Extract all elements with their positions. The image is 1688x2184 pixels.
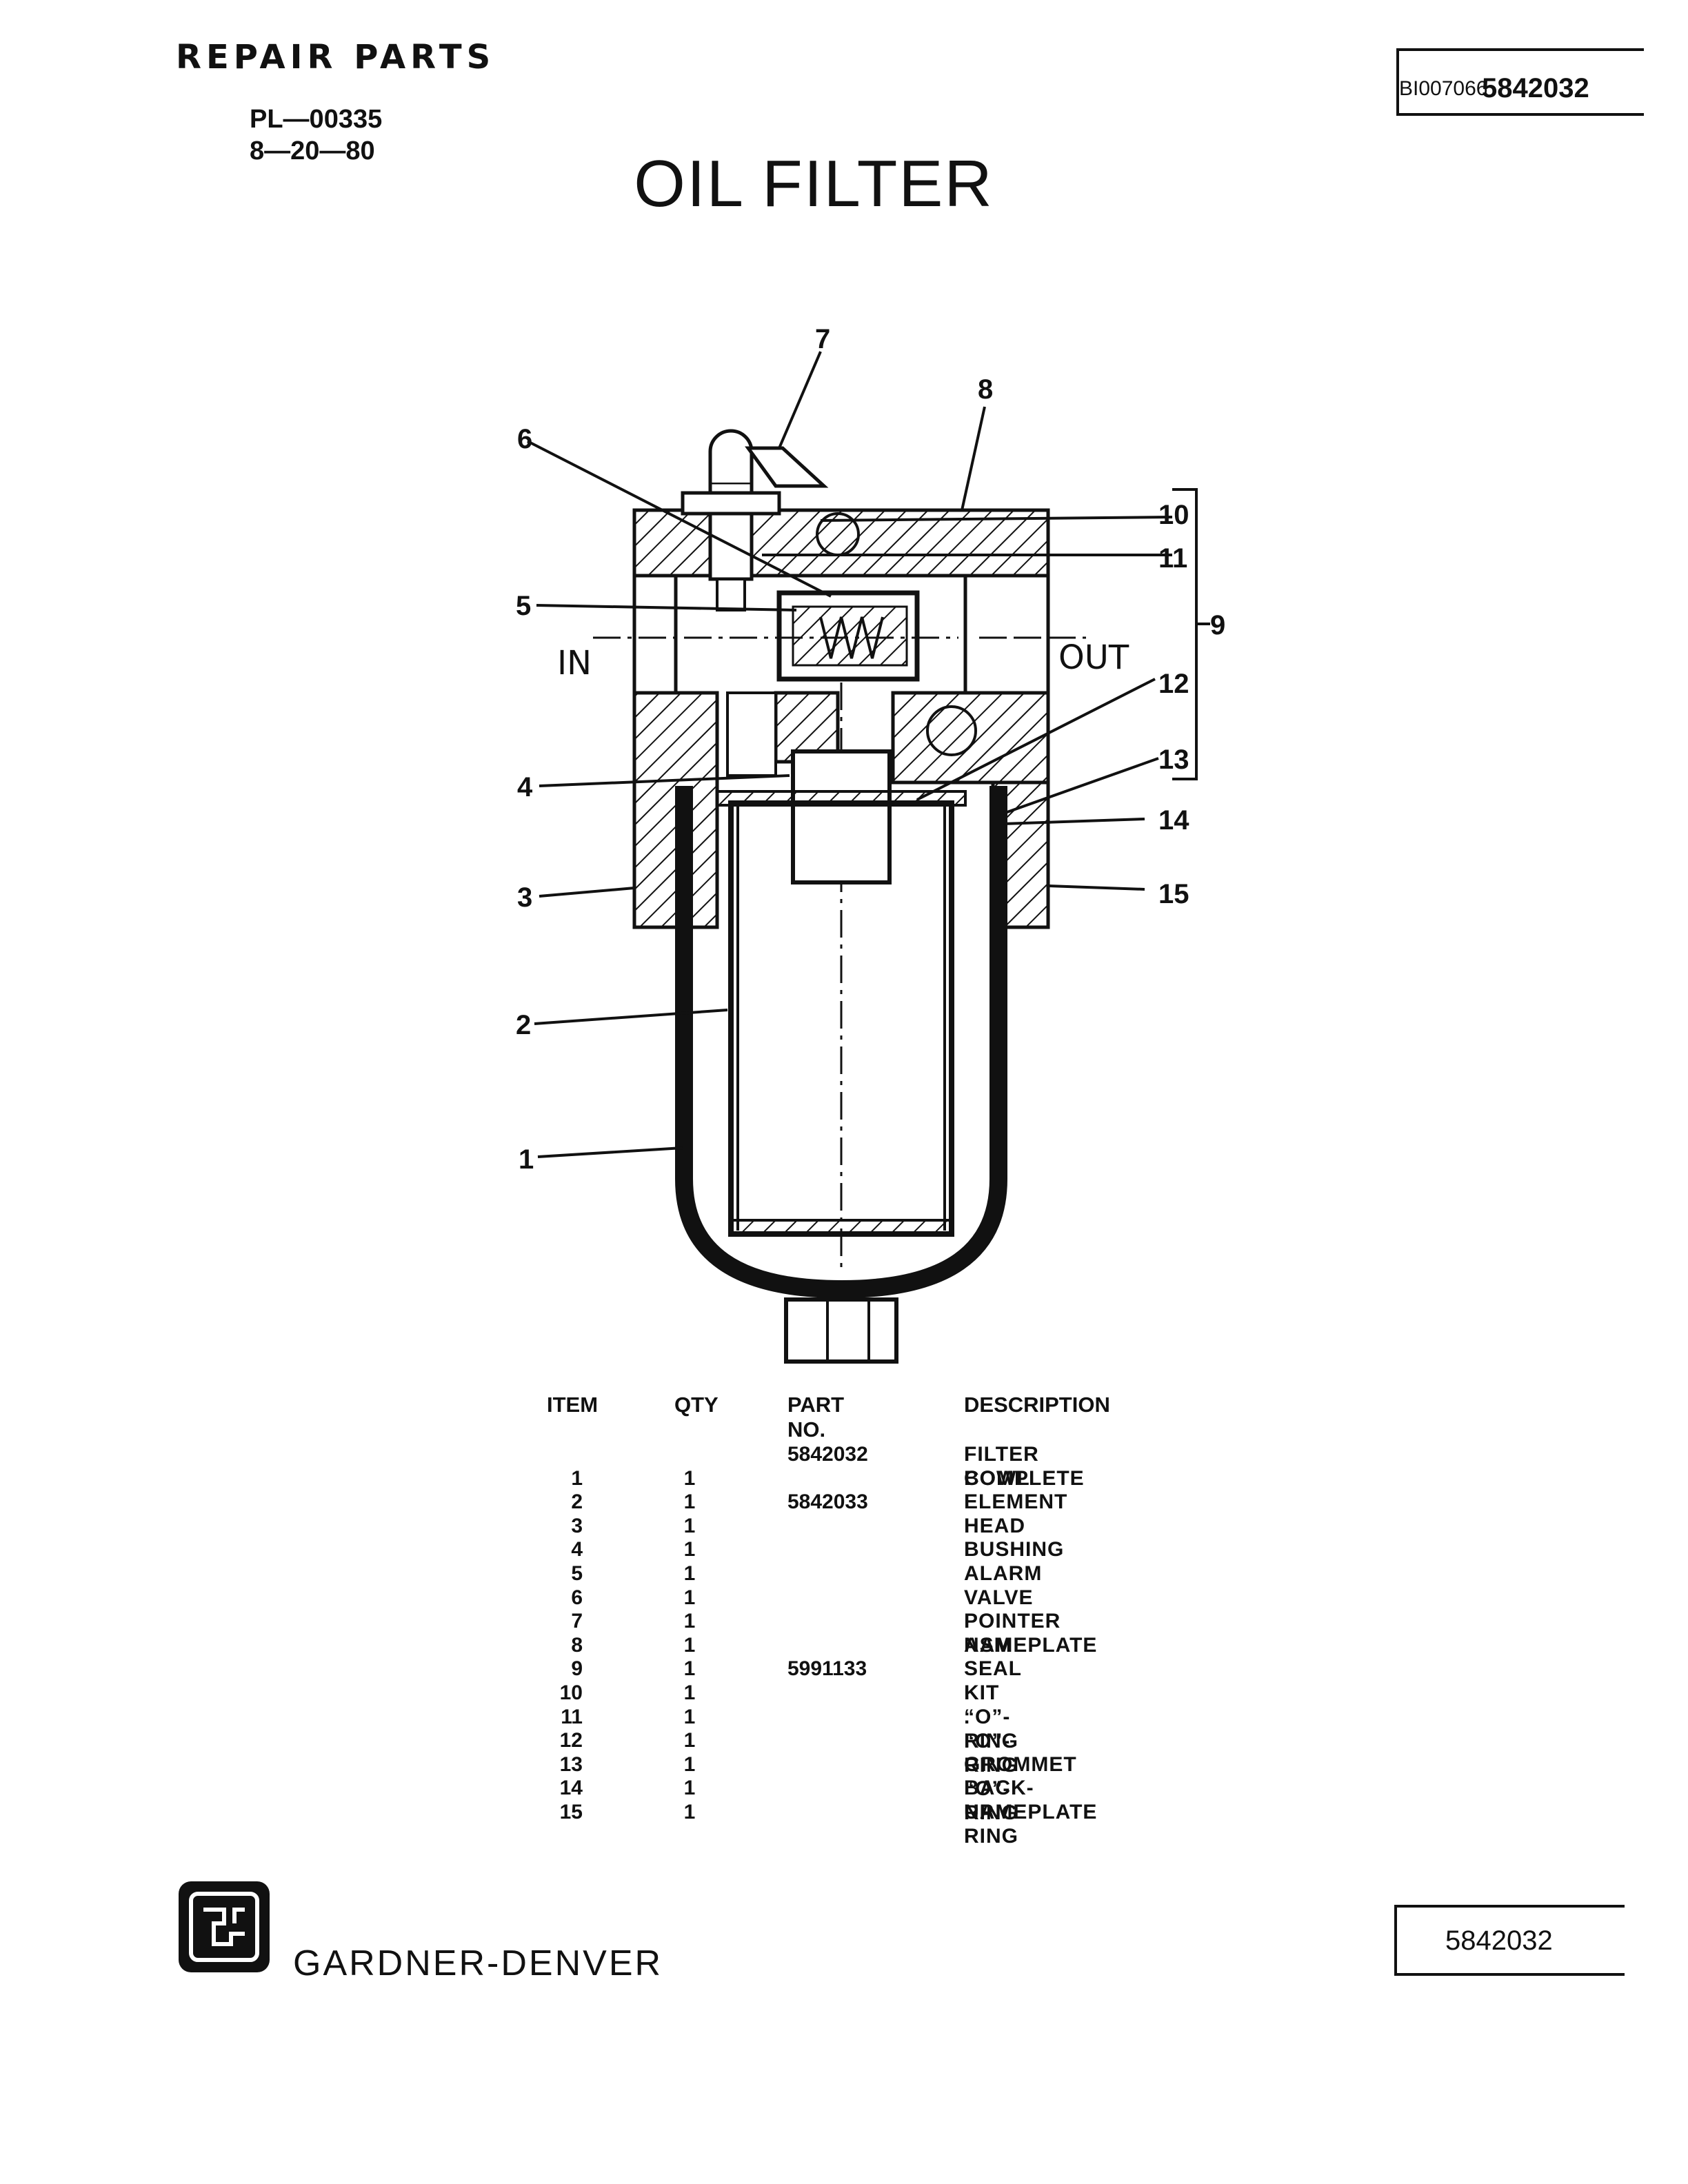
table-cell-qty: 1 [683, 1706, 696, 1728]
publication-date: 8—20—80 [250, 136, 375, 165]
callout-15: 15 [1158, 879, 1189, 909]
table-cell-item: 3 [571, 1515, 583, 1537]
table-cell-item [528, 1442, 583, 1466]
table-cell-item: 11 [561, 1706, 583, 1728]
filter-bowl [675, 786, 1007, 1364]
table-cell-item: 4 [571, 1538, 583, 1561]
table-cell-desc: . GROMMET [964, 1729, 1077, 1776]
table-cell-qty: 1 [683, 1777, 696, 1799]
pl-number: PL—00335 [250, 105, 383, 134]
table-cell-desc: NAMEPLATE [964, 1801, 1098, 1823]
table-cell-qty: 1 [683, 1729, 696, 1752]
table-cell-desc: FILTER COMPLETE [964, 1443, 1085, 1490]
callout-8: 8 [978, 374, 993, 405]
table-cell-desc: ALARM [964, 1562, 1043, 1585]
table-cell-item: 8 [571, 1634, 583, 1657]
callout-4: 4 [517, 772, 533, 802]
table-cell-item: 14 [559, 1777, 583, 1799]
table-cell-qty: 1 [683, 1515, 696, 1537]
oil-filter-cutaway-diagram: 7 8 6 5 4 3 2 1 10 11 9 12 13 14 15 IN O… [516, 324, 1225, 1364]
brand-name: GARDNER-DENVER [293, 1943, 663, 1983]
callout-2: 2 [516, 1010, 531, 1040]
page-title: OIL FILTER [634, 147, 994, 221]
table-cell-qty: 1 [683, 1562, 696, 1585]
table-cell-qty: 1 [683, 1753, 696, 1776]
callout-9: 9 [1210, 610, 1225, 640]
table-cell-item: 1 [571, 1467, 583, 1490]
repair-parts-heading: REPAIR PARTS [176, 38, 496, 77]
table-cell-qty: 1 [683, 1657, 696, 1680]
table-cell-desc: . “O”-RING [964, 1681, 1018, 1752]
gardner-denver-logo [179, 1881, 270, 1972]
table-cell-desc: BUSHING [964, 1538, 1065, 1561]
callout-5: 5 [516, 591, 531, 621]
table-cell-qty: 1 [683, 1538, 696, 1561]
table-cell-item: 9 [571, 1657, 583, 1680]
table-cell-part: 5991133 [787, 1657, 867, 1680]
table-cell-item: 12 [559, 1729, 583, 1752]
callout-11: 11 [1158, 543, 1187, 574]
document-id: BI007066 [1399, 77, 1488, 100]
col-header-part: PART NO. [787, 1393, 845, 1442]
col-header-item: ITEM [547, 1393, 599, 1417]
table-cell-desc: HEAD [964, 1515, 1026, 1537]
bushing [726, 691, 892, 884]
table-cell-item: 7 [571, 1610, 583, 1632]
callout-1: 1 [519, 1144, 534, 1175]
callout-leader-lines [527, 351, 1210, 1158]
table-cell-desc: POINTER ASM [964, 1610, 1061, 1657]
table-cell-part: 5842033 [787, 1490, 868, 1513]
table-cell-desc: ELEMENT [964, 1490, 1068, 1513]
table-cell-qty: 1 [683, 1586, 696, 1609]
filter-element [716, 790, 967, 1237]
callout-12: 12 [1158, 669, 1189, 699]
table-cell-desc: BACK-UP RING [964, 1777, 1034, 1848]
table-cell-desc: . “O”-RING [964, 1706, 1018, 1777]
table-cell-qty: 1 [683, 1681, 696, 1704]
part-number-top: 5842032 [1482, 73, 1589, 103]
col-header-description: DESCRIPTION [964, 1393, 1110, 1417]
callout-13: 13 [1158, 745, 1189, 775]
in-port-label: IN [557, 644, 592, 682]
part-number-box-top: BI007066 5842032 [1396, 48, 1644, 116]
table-cell-qty: 1 [683, 1467, 696, 1490]
table-cell-item: 13 [559, 1753, 583, 1776]
table-cell-desc: SEAL KIT [964, 1657, 1022, 1704]
part-number-box-bottom: 5842032 [1394, 1905, 1625, 1976]
table-cell-qty: 1 [683, 1490, 696, 1513]
table-cell-desc: VALVE [964, 1586, 1034, 1609]
callout-7: 7 [815, 324, 830, 354]
callout-10: 10 [1158, 500, 1189, 530]
col-header-qty: QTY [674, 1393, 719, 1417]
callout-6: 6 [517, 424, 532, 454]
table-cell-qty: 1 [683, 1801, 696, 1823]
table-cell-qty: 1 [683, 1634, 696, 1657]
table-cell-qty [679, 1442, 700, 1466]
table-cell-desc: . “O”-RING [964, 1753, 1018, 1824]
table-cell-item: 5 [571, 1562, 583, 1585]
table-cell-item: 15 [559, 1801, 583, 1823]
part-number-bottom: 5842032 [1445, 1925, 1553, 1956]
table-cell-desc: BOWL [964, 1467, 1030, 1490]
out-port-label: OUT [1058, 638, 1129, 677]
callout-3: 3 [517, 882, 532, 913]
table-cell-item: 2 [571, 1490, 583, 1513]
callout-14: 14 [1158, 805, 1189, 836]
table-cell-part: 5842032 [787, 1443, 868, 1466]
table-cell-qty: 1 [683, 1610, 696, 1632]
table-cell-desc: NAMEPLATE [964, 1634, 1098, 1657]
table-cell-item: 6 [571, 1586, 583, 1609]
table-cell-item: 10 [559, 1681, 583, 1704]
